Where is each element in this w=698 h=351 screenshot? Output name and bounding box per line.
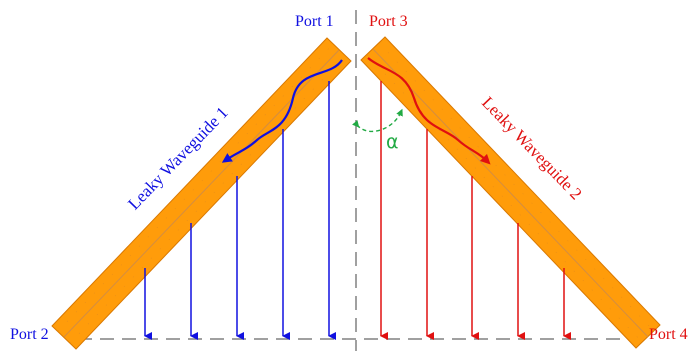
right-guided-wave [367,57,491,165]
leaky-waveguide-1 [51,37,352,350]
left-radiation-arrows [144,81,336,340]
port-2-label: Port 2 [10,326,49,343]
angle-arc [352,108,403,133]
port-1-label: Port 1 [295,13,334,30]
left-guided-wave [221,59,343,163]
angle-alpha-label: α [386,131,399,153]
port-3-label: Port 3 [369,13,408,30]
port-4-label: Port 4 [649,326,688,343]
leaky-waveguide-2 [360,36,661,349]
